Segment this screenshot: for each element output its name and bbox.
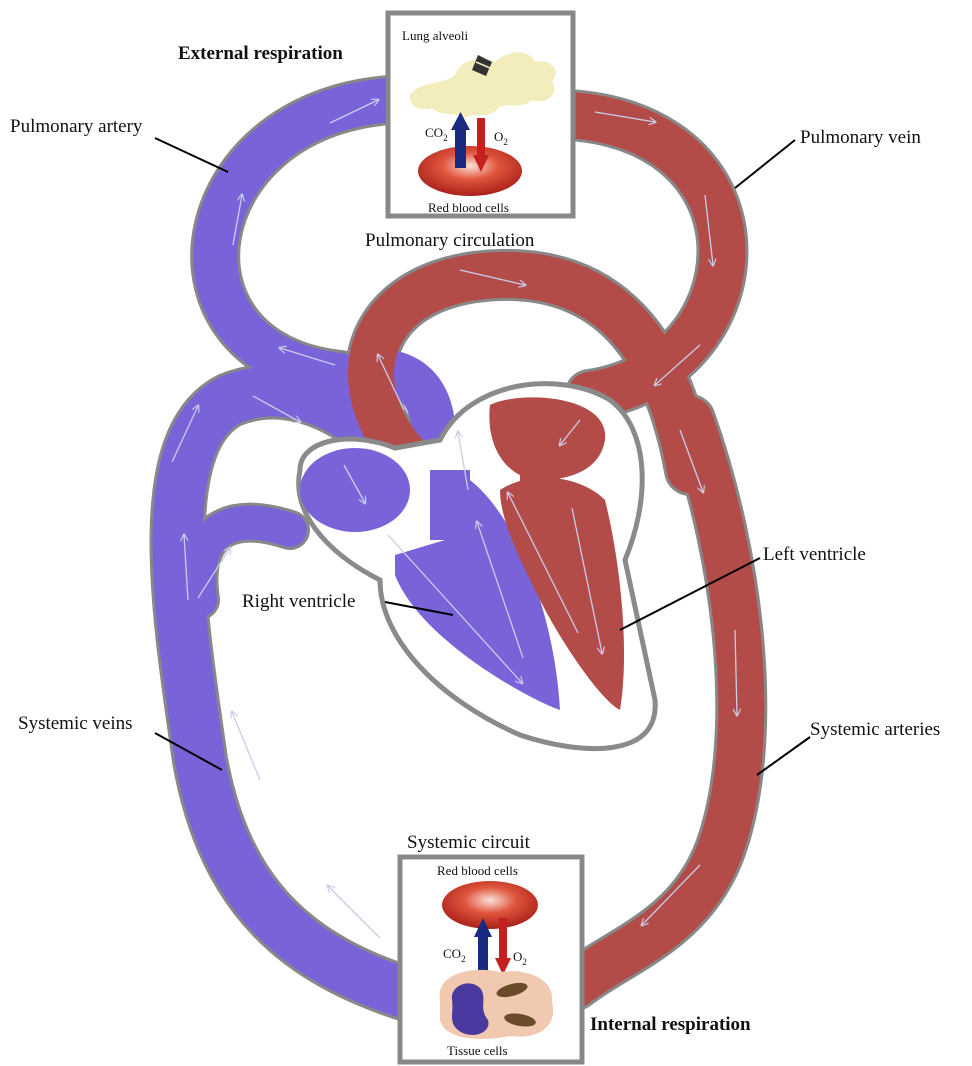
co2-arrow-top xyxy=(455,128,466,168)
flow-arrow xyxy=(328,886,380,938)
red-blood-cells-label-top: Red blood cells xyxy=(428,200,509,215)
red-blood-cell-bottom xyxy=(442,881,538,929)
o2-arrow-bottom xyxy=(499,918,507,960)
systemic-veins-label: Systemic veins xyxy=(18,713,133,734)
co2-label-top: CO xyxy=(425,125,443,140)
leader-pulmonary-vein xyxy=(735,140,795,188)
tissue-cells-label: Tissue cells xyxy=(447,1043,508,1058)
vena-cava-loop xyxy=(198,523,290,600)
right-ventricle-label: Right ventricle xyxy=(242,591,355,612)
internal-respiration-label: Internal respiration xyxy=(590,1014,751,1035)
pulmonary-artery-label: Pulmonary artery xyxy=(10,116,143,137)
pulmonary-circulation-label: Pulmonary circulation xyxy=(365,230,535,251)
o2-label-top: O xyxy=(494,129,503,144)
o2-arrow-top xyxy=(477,118,485,158)
heart xyxy=(299,384,656,749)
lung-alveoli-label: Lung alveoli xyxy=(402,28,468,43)
pulmonary-vein-label: Pulmonary vein xyxy=(800,127,921,148)
right-atrium xyxy=(300,448,410,532)
co2-label-bottom: CO xyxy=(443,946,461,961)
red-blood-cell-top xyxy=(418,146,522,196)
flow-arrow xyxy=(232,712,260,780)
lung-exchange-panel: Lung alveoli CO2 O2 Red blood cells xyxy=(388,13,573,216)
leader-pulmonary-artery xyxy=(155,138,228,172)
external-respiration-label: External respiration xyxy=(178,43,343,64)
systemic-arteries-label: Systemic arteries xyxy=(810,719,940,740)
red-blood-cells-label-bottom: Red blood cells xyxy=(437,863,518,878)
systemic-circuit-label: Systemic circuit xyxy=(407,832,531,853)
tissue-exchange-panel: Red blood cells CO2 O2 Tissue cells xyxy=(400,857,582,1062)
o2-label-bottom: O xyxy=(513,949,522,964)
left-ventricle-label: Left ventricle xyxy=(763,544,866,565)
